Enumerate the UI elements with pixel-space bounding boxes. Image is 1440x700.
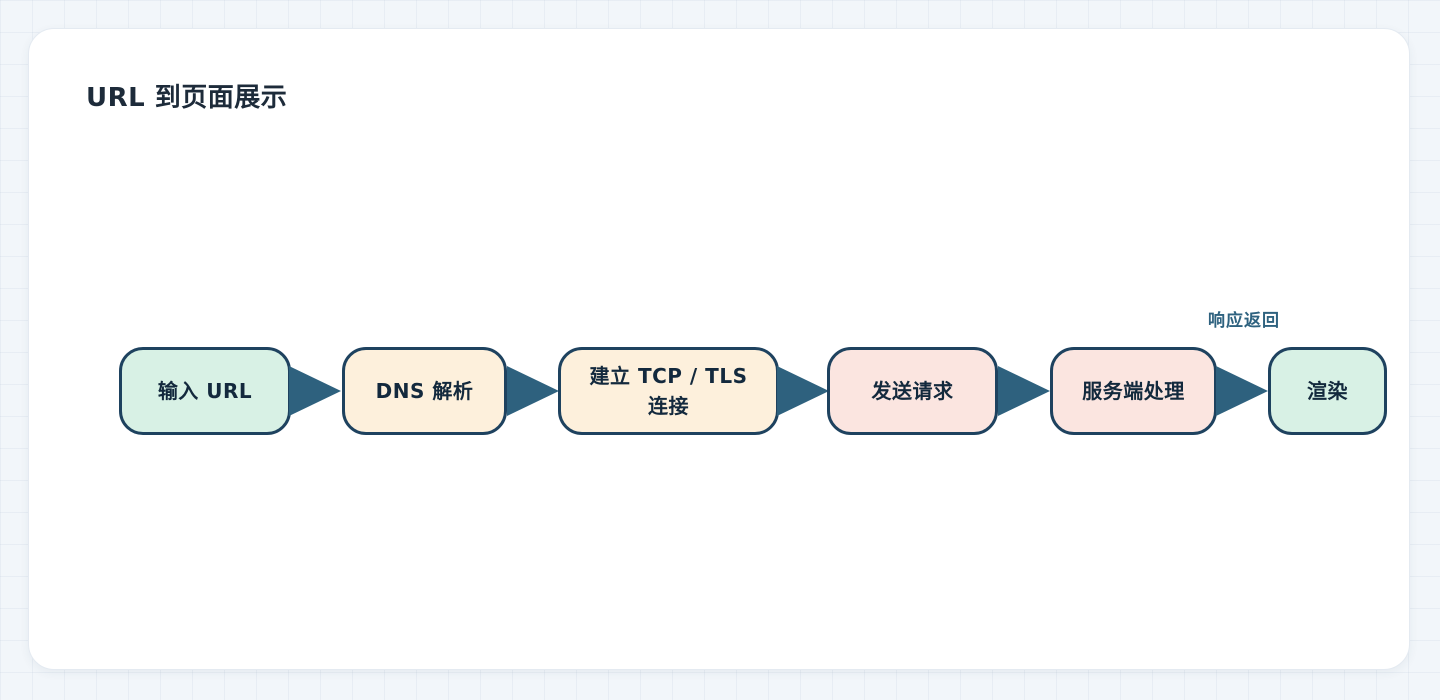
node-label: 服务端处理 [1082, 379, 1185, 403]
flow-arrow-icon [998, 366, 1050, 416]
flow-node-render: 渲染 [1268, 347, 1387, 435]
diagram-title: URL 到页面展示 [86, 83, 288, 113]
flow-node-input-url: 输入 URL [119, 347, 291, 435]
flow-arrow-icon [507, 366, 559, 416]
flow-node-server-processing: 服务端处理 [1050, 347, 1217, 435]
flow-arrow-icon [777, 366, 829, 416]
flow-node-send-request: 发送请求 [827, 347, 998, 435]
node-label: 发送请求 [871, 379, 954, 403]
flow-arrow-icon [1216, 366, 1268, 416]
flow-node-dns-resolve: DNS 解析 [342, 347, 507, 435]
node-label: 建立 TCP / TLS 连接 [589, 364, 748, 418]
edge-label-response-return: 响应返回 [1208, 311, 1280, 331]
flow-arrow-icon [289, 366, 341, 416]
node-label: 渲染 [1307, 379, 1348, 403]
node-label: 输入 URL [157, 379, 253, 403]
node-label: DNS 解析 [375, 379, 474, 403]
flow-node-tcp-tls-connect: 建立 TCP / TLS 连接 [558, 347, 779, 435]
diagram-card: URL 到页面展示 输入 URL DNS 解析 建立 TCP / TLS 连接 … [28, 28, 1410, 670]
